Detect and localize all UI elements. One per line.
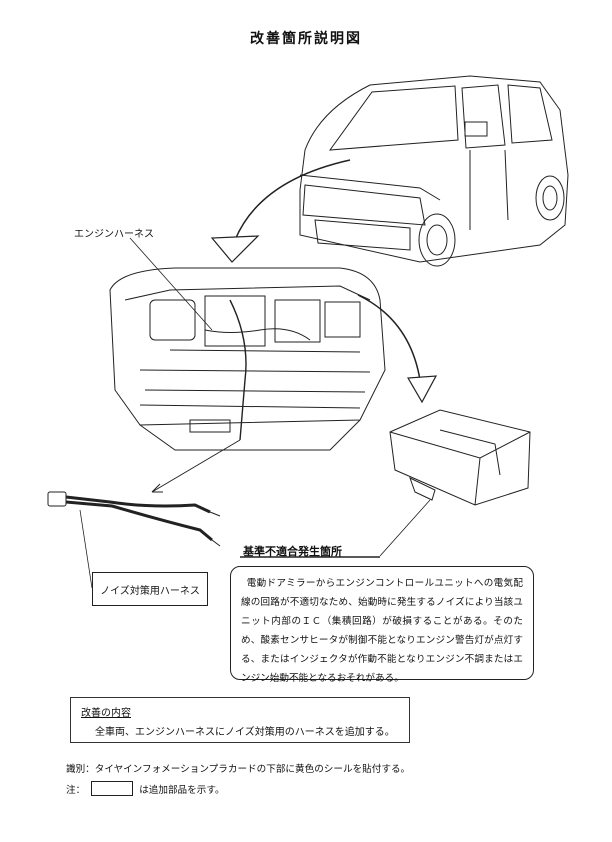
defect-heading: 基準不適合発生箇所 (243, 545, 342, 558)
car-illustration (299, 75, 569, 267)
engine-harness-label: エンジンハーネス (74, 229, 154, 240)
improvement-body: 全車両、エンジンハーネスにノイズ対策用のハーネスを追加する。 (95, 727, 395, 738)
added-part-legend-box (91, 781, 134, 796)
defect-description-box: 電動ドアミラーからエンジンコントロールユニットへの電気配線の回路が不適切なため、… (230, 566, 534, 684)
engine-bay-illustration (109, 267, 386, 451)
noise-harness-label: ノイズ対策用ハーネス (100, 585, 200, 597)
page-title: 改善箇所説明図 (250, 31, 362, 47)
note-line: 注： は追加部品を示す。 (66, 781, 225, 796)
note-suffix: は追加部品を示す。 (139, 784, 225, 796)
noise-harness-label-box: ノイズ対策用ハーネス (92, 572, 208, 606)
defect-description: 電動ドアミラーからエンジンコントロールユニットへの電気配線の回路が不適切なため、… (241, 578, 523, 684)
improvement-title: 改善の内容 (81, 708, 131, 719)
note-prefix: 注： (66, 784, 86, 796)
identification-text: 識別：タイヤインフォメーションプラカードの下部に黄色のシールを貼付する。 (66, 764, 411, 775)
improvement-box: 改善の内容 全車両、エンジンハーネスにノイズ対策用のハーネスを追加する。 (70, 697, 410, 743)
ecu-illustration (389, 409, 531, 506)
noise-harness-illustration (47, 491, 221, 547)
